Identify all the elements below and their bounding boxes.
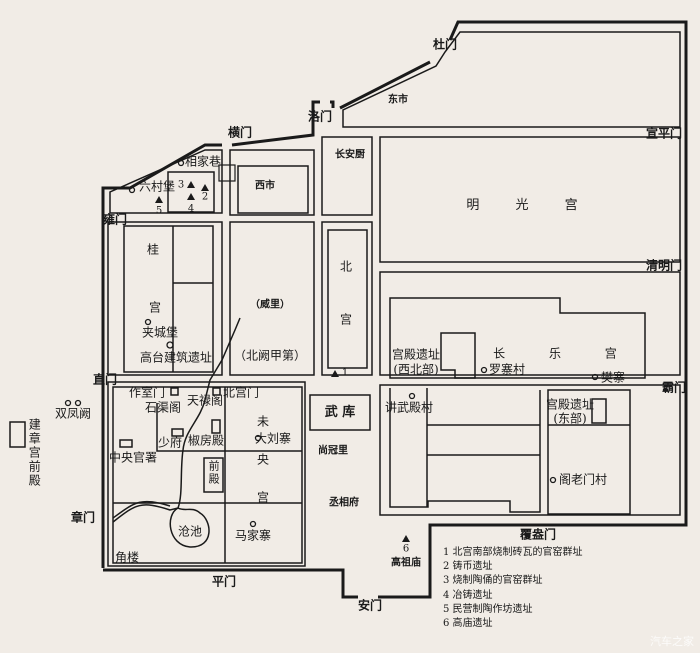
site-daliuzhai: 大刘寨 bbox=[254, 431, 292, 446]
cangchi-pond bbox=[169, 507, 210, 548]
gate-an: 安门 bbox=[357, 598, 383, 613]
xishi-block bbox=[229, 149, 315, 216]
label-beigong-gong: 宫 bbox=[339, 312, 353, 327]
weili-block bbox=[229, 221, 315, 376]
qiandian-hall bbox=[203, 457, 224, 493]
palace-nw bbox=[440, 332, 476, 379]
guigong-inner bbox=[123, 225, 214, 373]
site-shuangfengque: 双凤阙 bbox=[54, 406, 92, 421]
canal bbox=[112, 317, 241, 523]
label-mingguanggong: 明 光 宫 bbox=[466, 197, 594, 213]
jianzhang-hall bbox=[9, 421, 26, 448]
site-gongdian-db: 宫殿遗址 bbox=[545, 397, 595, 412]
site-jiaolou: 角楼 bbox=[114, 550, 140, 565]
legend-item: 2 铸币遗址 bbox=[443, 561, 493, 573]
site-shaofu: 少府 bbox=[157, 435, 183, 450]
gate-xuanping: 宣平门 bbox=[645, 126, 683, 141]
gate-qingming: 清明门 bbox=[645, 258, 683, 273]
watermark: 汽车之家 bbox=[650, 635, 694, 648]
label-xishi: 西市 bbox=[255, 180, 275, 192]
label-dongshi: 东市 bbox=[388, 94, 408, 106]
legend: 1 北宫南部烧制砖瓦的官窑群址 2 铸币遗址 3 烧制陶俑的官窑群址 4 冶铸遗… bbox=[443, 546, 583, 631]
site-markers bbox=[155, 181, 410, 542]
northwest-block bbox=[109, 149, 223, 214]
xishi-market bbox=[237, 165, 309, 214]
site-shiquge: 石渠阁 bbox=[144, 400, 182, 415]
marker-1: 1 bbox=[341, 367, 349, 379]
legend-item: 6 高庙遗址 bbox=[443, 618, 493, 630]
site-jiangwudiancun: 讲武殿村 bbox=[384, 400, 434, 415]
beigong-block bbox=[321, 221, 373, 376]
site-fanzhai: 樊寨 bbox=[600, 370, 626, 385]
label-gui: 桂 bbox=[146, 242, 160, 257]
guigong-block bbox=[107, 221, 223, 376]
site-liucunbao: 六村堡 bbox=[138, 179, 176, 194]
label-wei: 未 bbox=[256, 414, 270, 429]
marker-5: 5 bbox=[155, 205, 163, 217]
site-beigongmen: 北宫门 bbox=[222, 385, 260, 400]
site-gongdian-db-sub: (东部) bbox=[553, 411, 587, 426]
site-gaotai: 高台建筑遗址 bbox=[139, 350, 213, 365]
southeast-block bbox=[379, 384, 681, 516]
gate-zhi: 直门 bbox=[92, 372, 118, 387]
wuku-block bbox=[309, 394, 371, 431]
site-majiazhai: 马家寨 bbox=[234, 528, 272, 543]
legend-item: 5 民营制陶作坊遗址 bbox=[443, 603, 533, 615]
site-xiangjiaxiang: 相家巷 bbox=[184, 154, 222, 169]
label-beiquejiadi: （北阙甲第） bbox=[233, 348, 307, 363]
site-jiachengbao: 夹城堡 bbox=[141, 325, 179, 340]
legend-item: 3 烧制陶俑的官窑群址 bbox=[443, 575, 543, 587]
city-wall bbox=[101, 20, 688, 599]
legend-item: 1 北宫南部烧制砖瓦的官窑群址 bbox=[443, 547, 583, 558]
palace-east bbox=[591, 398, 607, 424]
label-wuku: 武 库 bbox=[324, 404, 356, 420]
site-zuoshimen: 作室门 bbox=[128, 385, 166, 400]
gate-ping: 平门 bbox=[211, 574, 237, 589]
mingguanggong-block bbox=[379, 136, 681, 263]
label-bei: 北 bbox=[339, 259, 353, 274]
beigong-inner bbox=[327, 229, 368, 369]
gate-yong: 雍门 bbox=[102, 212, 128, 227]
gate-fuang: 覆盎门 bbox=[519, 527, 557, 542]
marker-3: 3 bbox=[177, 179, 185, 191]
site-gelaomencun: 阁老门村 bbox=[558, 472, 608, 487]
label-gaozumiao: 高祖庙 bbox=[391, 557, 421, 569]
site-qiandian: 前殿 bbox=[207, 460, 221, 486]
site-gongdian-xb-sub: (西北部) bbox=[393, 362, 439, 377]
label-changlegong: 长 乐 宫 bbox=[493, 346, 637, 361]
label-changanchu: 长安厨 bbox=[335, 149, 365, 161]
marker-4: 4 bbox=[187, 203, 195, 215]
label-weili: （威里） bbox=[250, 299, 290, 311]
marker-2: 2 bbox=[201, 191, 209, 203]
gate-ba: 霸门 bbox=[661, 380, 687, 395]
label-weiyang-gong: 宫 bbox=[256, 490, 270, 505]
site-tianluge: 天禄阁 bbox=[186, 393, 224, 408]
site-luozhaicun: 罗寨村 bbox=[488, 362, 526, 377]
gate-square bbox=[218, 164, 236, 182]
changlegong-block bbox=[379, 271, 681, 376]
gate-zhang: 章门 bbox=[70, 510, 96, 525]
changanchu-block bbox=[321, 136, 373, 216]
site-zhongyangguanshu: 中央官署 bbox=[108, 450, 158, 465]
gate-luo: 洛门 bbox=[307, 109, 333, 124]
gate-du: 杜门 bbox=[432, 37, 458, 52]
dongshi-block bbox=[342, 31, 681, 128]
site-gongdian-xb: 宫殿遗址 bbox=[391, 347, 441, 362]
changlegong-inner bbox=[389, 297, 646, 379]
site-jiaofangdian: 椒房殿 bbox=[187, 433, 225, 448]
gate-heng: 横门 bbox=[227, 125, 253, 140]
label-chengxiangfu: 丞相府 bbox=[329, 497, 359, 509]
legend-item: 4 冶铸遗址 bbox=[443, 589, 493, 601]
weiyanggong-outer bbox=[107, 381, 306, 567]
marker-6: 6 bbox=[402, 543, 410, 555]
workshop-area bbox=[167, 171, 215, 213]
site-jianzhang: 建章宫前殿 bbox=[27, 418, 42, 488]
label-shangguanli: 尚冠里 bbox=[318, 445, 348, 457]
label-yang: 央 bbox=[256, 452, 270, 467]
site-cangchi: 沧池 bbox=[177, 524, 203, 539]
label-guigong-gong: 宫 bbox=[148, 300, 162, 315]
